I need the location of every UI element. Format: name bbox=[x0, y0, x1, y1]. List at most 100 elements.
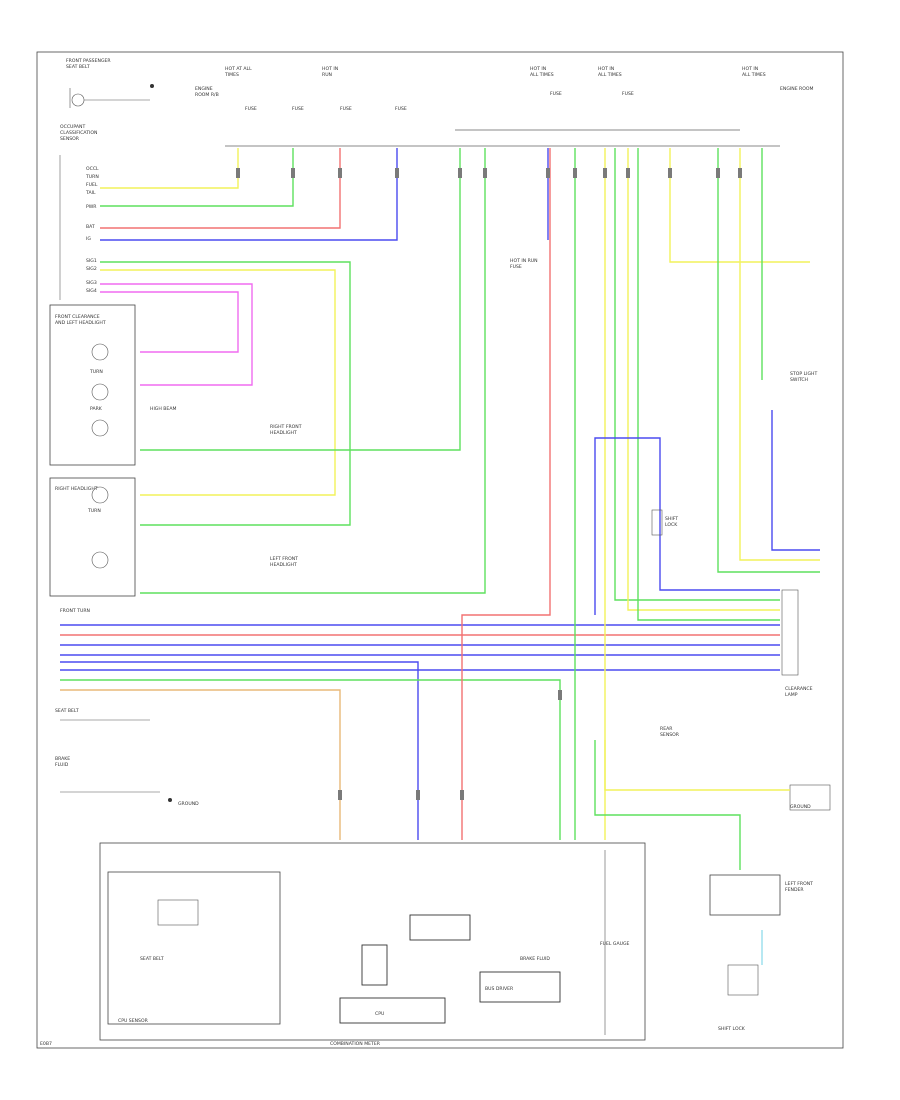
connector-icon bbox=[626, 168, 630, 178]
lower-left-switches: SEAT BELT BRAKE FLUID GROUND bbox=[55, 708, 199, 807]
svg-text:FRONT CLEARANCE: FRONT CLEARANCE bbox=[55, 314, 100, 320]
svg-text:FENDER: FENDER bbox=[785, 887, 804, 893]
bulb-icon bbox=[91, 383, 109, 401]
svg-text:FUSE: FUSE bbox=[510, 264, 522, 270]
front-turn-label: FRONT TURN bbox=[60, 608, 90, 614]
svg-text:HEADLIGHT: HEADLIGHT bbox=[270, 430, 297, 436]
svg-text:ALL TIMES: ALL TIMES bbox=[530, 72, 554, 78]
svg-text:SEAT BELT: SEAT BELT bbox=[140, 956, 164, 962]
svg-text:HIGH BEAM: HIGH BEAM bbox=[150, 406, 176, 412]
svg-text:RIGHT FRONT: RIGHT FRONT bbox=[270, 424, 302, 430]
wire-yellow-1 bbox=[100, 148, 239, 189]
wire-green-1 bbox=[100, 148, 294, 207]
wire-green-10 bbox=[594, 740, 741, 870]
svg-text:FUSE: FUSE bbox=[245, 106, 257, 112]
left-headlight-assembly: FRONT CLEARANCE AND LEFT HEADLIGHT TURN … bbox=[49, 304, 302, 466]
wire-green-2 bbox=[100, 261, 351, 526]
svg-text:REAR: REAR bbox=[660, 726, 673, 732]
wire-green-6 bbox=[614, 148, 780, 601]
wire-yellow-2 bbox=[100, 269, 336, 496]
right-small-box bbox=[789, 784, 831, 811]
connector-icon bbox=[395, 168, 399, 178]
svg-text:LAMP: LAMP bbox=[785, 692, 798, 698]
svg-text:LEFT FRONT: LEFT FRONT bbox=[270, 556, 298, 562]
wire-magenta-1 bbox=[100, 283, 253, 386]
wire-green-7 bbox=[637, 148, 780, 621]
connector-icon bbox=[603, 168, 607, 178]
connector-icon bbox=[291, 168, 295, 178]
wire-yellow-4 bbox=[627, 148, 780, 611]
svg-text:FRONT PASSENGER: FRONT PASSENGER bbox=[66, 58, 111, 64]
svg-text:FUSE: FUSE bbox=[395, 106, 407, 112]
svg-text:ENGINE ROOM: ENGINE ROOM bbox=[780, 86, 813, 92]
svg-text:SHIFT LOCK: SHIFT LOCK bbox=[718, 1026, 746, 1032]
connector-icon bbox=[338, 790, 342, 800]
svg-text:BUS DRIVER: BUS DRIVER bbox=[485, 986, 514, 992]
footer-left: E0B7 bbox=[40, 1041, 52, 1047]
svg-text:SHIFT: SHIFT bbox=[665, 516, 678, 522]
svg-text:SEAT BELT: SEAT BELT bbox=[66, 64, 90, 70]
connector-icon bbox=[460, 790, 464, 800]
seat-belt-switch: FRONT PASSENGER SEAT BELT OCCUPANT CLASS… bbox=[60, 58, 154, 142]
svg-text:LEFT FRONT: LEFT FRONT bbox=[785, 881, 813, 887]
connector-ticks bbox=[236, 168, 742, 800]
svg-text:FUSE: FUSE bbox=[550, 91, 562, 97]
svg-text:SEAT BELT: SEAT BELT bbox=[55, 708, 79, 714]
bus-orange-1 bbox=[60, 689, 341, 840]
right-connector bbox=[781, 589, 799, 676]
svg-text:GROUND: GROUND bbox=[790, 804, 811, 810]
svg-text:TURN: TURN bbox=[89, 369, 103, 375]
wire-yellow-6 bbox=[739, 148, 820, 561]
wire-blue-8 bbox=[594, 437, 780, 615]
svg-text:HOT IN RUN: HOT IN RUN bbox=[510, 258, 538, 264]
mid-labels: HOT IN RUN FUSE SHIFT LOCK STOP LIGHT SW… bbox=[510, 258, 817, 810]
bulb-icon bbox=[91, 343, 109, 361]
connector-icon bbox=[338, 168, 342, 178]
svg-text:SENSOR: SENSOR bbox=[60, 136, 80, 142]
svg-text:BRAKE: BRAKE bbox=[55, 756, 70, 762]
wire-magenta-2 bbox=[100, 291, 239, 353]
svg-text:FUSE: FUSE bbox=[292, 106, 304, 112]
wire-red-2 bbox=[461, 148, 551, 840]
connector-icon bbox=[716, 168, 720, 178]
svg-text:FUSE: FUSE bbox=[340, 106, 352, 112]
svg-text:SIG4: SIG4 bbox=[86, 288, 97, 294]
connector-icon bbox=[558, 690, 562, 700]
wire-yellow-5 bbox=[669, 148, 810, 263]
svg-text:PARK: PARK bbox=[90, 406, 103, 412]
wire-green-8 bbox=[717, 148, 820, 573]
left-connector-labels: OCCL TURN FUEL TAIL PWR BAT IG SIG1 SIG2… bbox=[85, 166, 99, 294]
bus-blue-4 bbox=[60, 661, 419, 840]
svg-text:TAIL: TAIL bbox=[85, 190, 96, 196]
svg-text:HOT AT ALL: HOT AT ALL bbox=[225, 66, 252, 72]
shift-lock-box: LEFT FRONT FENDER SHIFT LOCK bbox=[709, 874, 813, 1032]
svg-text:RUN: RUN bbox=[322, 72, 332, 78]
svg-text:SIG1: SIG1 bbox=[86, 258, 97, 264]
bus-green-1 bbox=[60, 679, 561, 840]
connector-icon bbox=[236, 168, 240, 178]
wire-yellow-7 bbox=[604, 740, 790, 791]
bulb-icon bbox=[91, 419, 109, 437]
svg-text:FLUID: FLUID bbox=[55, 762, 69, 768]
svg-text:TURN: TURN bbox=[87, 508, 101, 514]
wire-blue-7 bbox=[771, 410, 820, 551]
svg-text:GROUND: GROUND bbox=[178, 801, 199, 807]
svg-text:STOP LIGHT: STOP LIGHT bbox=[790, 371, 817, 377]
ground-icon bbox=[168, 798, 172, 802]
diagram-frame bbox=[36, 51, 844, 1049]
connector-icon bbox=[458, 168, 462, 178]
combination-meter: SEAT BELT CPU SENSOR CPU BUS DRIVER BRAK… bbox=[99, 842, 646, 1041]
svg-text:HOT IN: HOT IN bbox=[322, 66, 338, 72]
svg-text:ALL TIMES: ALL TIMES bbox=[742, 72, 766, 78]
connector-icon bbox=[738, 168, 742, 178]
connector-icon bbox=[573, 168, 577, 178]
svg-text:OCCUPANT: OCCUPANT bbox=[60, 124, 85, 130]
svg-text:HOT IN: HOT IN bbox=[530, 66, 546, 72]
svg-text:CLASSIFICATION: CLASSIFICATION bbox=[60, 130, 97, 136]
bulb-icon bbox=[91, 486, 109, 504]
connector-icon bbox=[416, 790, 420, 800]
connector-icon bbox=[668, 168, 672, 178]
svg-text:ENGINE: ENGINE bbox=[195, 86, 213, 92]
svg-text:OCCL: OCCL bbox=[86, 166, 99, 172]
